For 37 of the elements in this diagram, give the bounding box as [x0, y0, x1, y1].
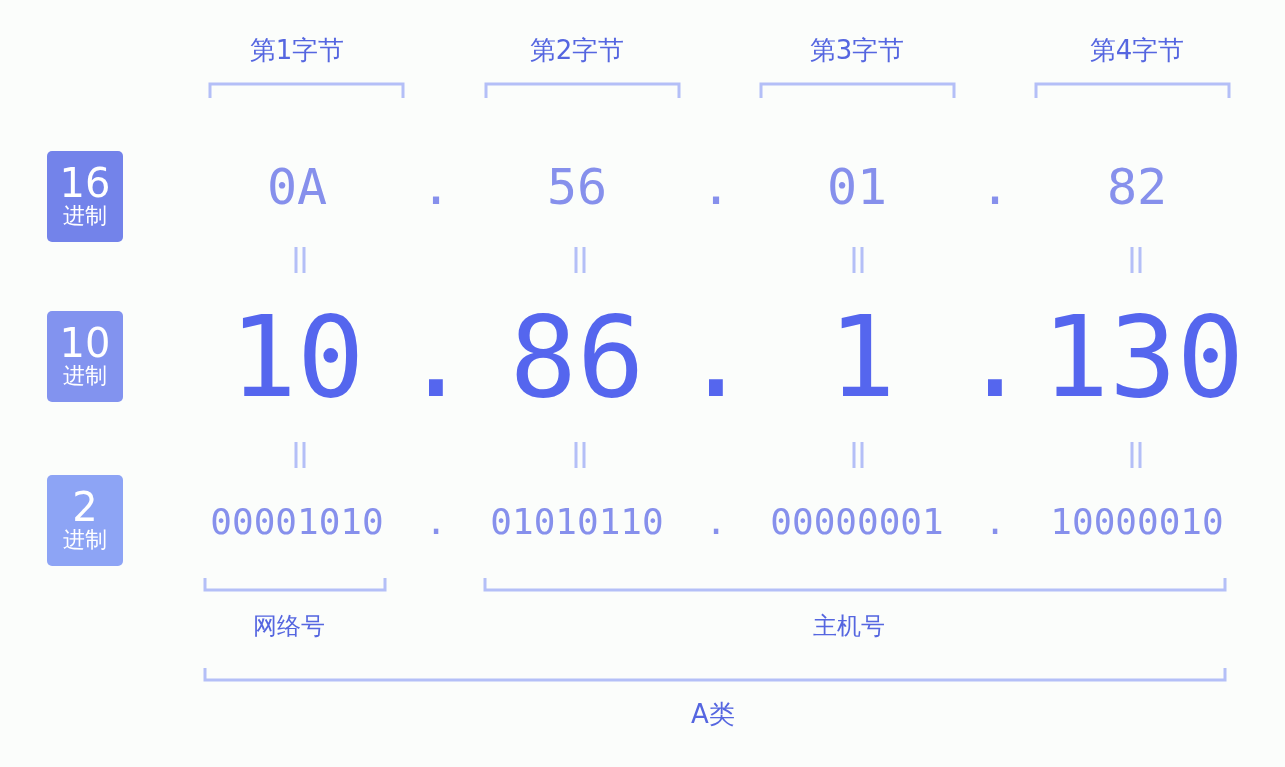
separator-dot: .: [700, 162, 732, 212]
decimal-value: 86: [509, 301, 645, 413]
column-heading: 第4字节: [1089, 37, 1185, 63]
bracket-label: 主机号: [813, 614, 885, 638]
column-heading: 第1字节: [249, 37, 345, 63]
row-badge: [47, 475, 123, 566]
decimal-value: 10: [229, 301, 365, 413]
bracket-label: 网络号: [253, 614, 325, 638]
separator-dot: .: [705, 504, 727, 540]
decimal-value: 130: [1041, 301, 1245, 413]
row-badge: [47, 151, 123, 242]
row-badge: [47, 311, 123, 402]
column-heading: 第2字节: [529, 37, 625, 63]
separator-dot: .: [402, 301, 470, 413]
hex-value: 82: [1106, 162, 1168, 212]
separator-dot: .: [420, 162, 452, 212]
binary-value: 10000010: [1050, 504, 1224, 540]
separator-dot: .: [979, 162, 1011, 212]
binary-value: 01010110: [490, 504, 664, 540]
separator-dot: .: [961, 301, 1029, 413]
hex-value: 56: [546, 162, 608, 212]
decimal-value: 1: [828, 301, 896, 413]
badge-number: 16: [58, 163, 112, 203]
separator-dot: .: [682, 301, 750, 413]
hex-value: 0A: [266, 162, 328, 212]
separator-dot: .: [425, 504, 447, 540]
badge-caption: 进制: [62, 205, 108, 227]
column-heading: 第3字节: [809, 37, 905, 63]
bracket-label: A类: [691, 701, 735, 727]
badge-caption: 进制: [62, 529, 108, 551]
badge-caption: 进制: [62, 365, 108, 387]
hex-value: 01: [826, 162, 888, 212]
badge-number: 10: [58, 323, 112, 363]
binary-value: 00001010: [210, 504, 384, 540]
separator-dot: .: [984, 504, 1006, 540]
badge-number: 2: [72, 487, 98, 527]
binary-value: 00000001: [770, 504, 944, 540]
